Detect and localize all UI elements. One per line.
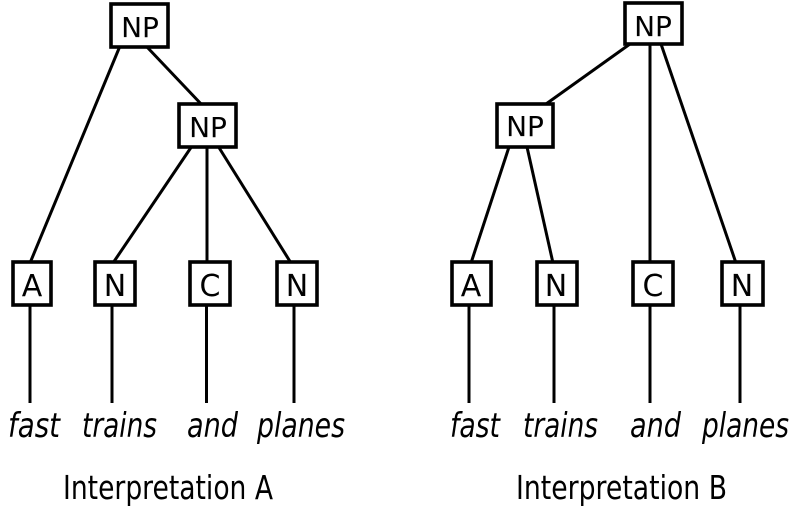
tree-b-leaf-box-adjective	[450, 260, 493, 307]
tree-a-leaf-label-noun1: N	[104, 269, 126, 304]
tree-b-word-planes: planes	[701, 406, 789, 446]
tree-b-word-and: and	[630, 406, 681, 446]
tree-b-word-fast: fast	[450, 406, 501, 446]
tree-b-leaf-label-noun1: N	[545, 269, 567, 304]
tree-b-leaf-box-conjunction	[631, 260, 675, 307]
edge-innerB-to-N1	[525, 146, 555, 264]
tree-b-inner-node-box	[495, 102, 555, 149]
tree-interpretation-b: NP NP A N C N fast trains and planes Int…	[450, 1, 789, 507]
edge-rootB-to-N2	[659, 43, 738, 264]
tree-a-leaf-label-conjunction: C	[200, 269, 221, 304]
tree-a-word-and: and	[187, 406, 238, 446]
tree-b-root-node-box	[623, 1, 684, 46]
edge-rootA-to-A	[28, 45, 122, 264]
tree-b-leaf-label-conjunction: C	[643, 269, 664, 304]
edge-rootB-to-innerB	[545, 42, 631, 106]
tree-b-leaf-box-noun2	[720, 260, 765, 307]
edge-innerA-to-N1	[111, 145, 194, 264]
tree-a-caption: Interpretation A	[63, 468, 273, 507]
tree-interpretation-a: NP NP A N C N fast trains and planes Int…	[8, 2, 345, 507]
tree-b-inner-node-label: NP	[506, 110, 544, 143]
tree-a-leaf-box-conjunction	[188, 260, 232, 307]
tree-a-inner-node-label: NP	[189, 111, 227, 144]
edge-innerB-to-A	[469, 146, 511, 264]
edge-innerA-to-N2	[216, 145, 293, 264]
edge-rootA-to-innerA	[145, 45, 205, 108]
tree-a-leaf-label-noun2: N	[286, 269, 308, 304]
tree-a-word-trains: trains	[82, 406, 157, 446]
tree-a-leaf-box-adjective	[11, 260, 53, 307]
tree-b-caption: Interpretation B	[516, 468, 727, 507]
tree-a-leaf-box-noun2	[275, 260, 319, 307]
tree-a-word-fast: fast	[8, 406, 61, 446]
tree-b-leaf-box-noun1	[535, 260, 579, 307]
tree-a-leaf-label-adjective: A	[22, 269, 43, 304]
tree-a-inner-node-box	[177, 102, 238, 149]
tree-a-leaf-box-noun1	[93, 260, 137, 307]
tree-b-root-node-label: NP	[634, 10, 672, 43]
tree-a-root-node-box	[109, 2, 170, 49]
tree-a-word-planes: planes	[256, 406, 345, 446]
tree-b-word-trains: trains	[523, 406, 598, 446]
tree-b-leaf-label-adjective: A	[461, 269, 482, 304]
tree-a-root-node-label: NP	[121, 11, 159, 44]
tree-b-leaf-label-noun2: N	[731, 269, 753, 304]
